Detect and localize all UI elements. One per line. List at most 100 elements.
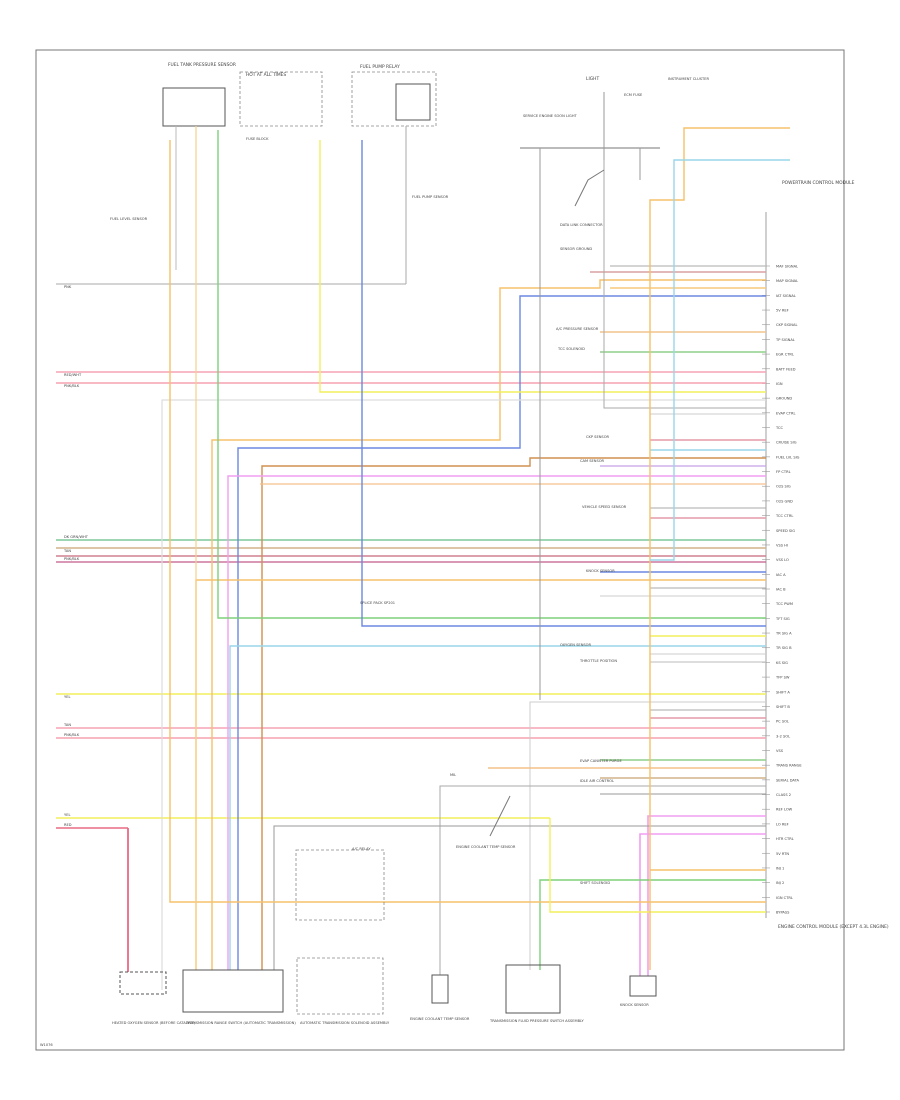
component-box-2 <box>182 969 284 1013</box>
hot-at-all-times-box: HOT AT ALL TIMES FUSE BLOCK <box>239 71 323 141</box>
left-wire-labels: PNK RED/WHT PNK/BLK DK GRN/WHT TAN PNK/B… <box>63 285 89 827</box>
pin-label: TP SIGNAL <box>775 338 795 342</box>
wire-green-up <box>217 130 766 619</box>
pin-label: CLASS 2 <box>776 793 791 797</box>
wire-magenta-drop <box>647 815 766 976</box>
pin-label: EVAP CTRL <box>776 411 795 415</box>
pin-label: CRUISE SIG <box>776 441 797 445</box>
wire-label-g: YEL <box>64 695 70 699</box>
pin-label: IAC A <box>776 573 786 577</box>
label-shift-solenoid: SHIFT SOLENOID <box>580 881 610 885</box>
pin-label: SPEED SIG <box>776 529 795 533</box>
label-relay: A/C RELAY <box>352 847 371 851</box>
pin-label: O2S GND <box>776 499 793 503</box>
powertrain-control-module: POWERTRAIN CONTROL MODULE ENGINE CONTROL… <box>762 180 889 930</box>
diagram-id: W1076 <box>40 1043 53 1047</box>
pin-label: SHIFT B <box>776 705 790 709</box>
service-engine-soon-label: SERVICE ENGINE SOON LIGHT <box>523 114 578 118</box>
wire-magenta-long <box>227 475 766 970</box>
label-throttle-pos: THROTTLE POSITION <box>579 659 617 663</box>
hot-at-all-times-label: HOT AT ALL TIMES <box>246 72 286 78</box>
label-tcc-solenoid: TCC SOLENOID <box>557 347 585 351</box>
pin-label: HTR CTRL <box>776 837 794 841</box>
fuel-tank-pressure-label: FUEL TANK PRESSURE SENSOR <box>168 62 236 68</box>
pin-label: TFP SW <box>775 676 790 680</box>
wire-label-d: DK GRN/WHT <box>64 535 89 539</box>
label-o2-sensor: OXYGEN SENSOR <box>560 643 591 647</box>
component-box-6 <box>629 975 657 997</box>
pin-label: BYPASS <box>776 911 790 915</box>
wire-orange-long <box>211 279 766 970</box>
wire-label-e: TAN <box>63 549 71 553</box>
pin-label: TCC CTRL <box>775 514 793 518</box>
relay-box <box>295 849 385 921</box>
pin-label: LO REF <box>776 822 789 826</box>
pin-label: 5V REF <box>776 309 789 313</box>
label-ckp-sensor: CKP SENSOR <box>586 435 610 439</box>
bottom-label-c4: ENGINE COOLANT TEMP SENSOR <box>410 1017 470 1021</box>
pin-label: EGR CTRL <box>776 353 794 357</box>
pin-label: IGN <box>776 382 783 386</box>
bottom-label-c5: TRANSMISSION FLUID PRESSURE SWITCH ASSEM… <box>489 1019 585 1023</box>
pin-label: IAT SIGNAL <box>776 294 796 298</box>
pin-label: KS SIG <box>776 661 788 665</box>
pin-label: 5V RTN <box>776 852 789 856</box>
data-link-label: DATA LINK CONNECTOR <box>560 223 603 227</box>
pin-label: TR SIG A <box>775 632 792 636</box>
label-idle-air: IDLE AIR CONTROL <box>580 779 614 783</box>
wire-yellow-up <box>319 140 766 393</box>
pin-label: CKP SIGNAL <box>776 323 797 327</box>
pin-label: REF LOW <box>776 808 793 812</box>
fuel-level-sensor-label: FUEL LEVEL SENSOR <box>110 217 148 221</box>
label-knock-sensor: KNOCK SENSOR <box>586 569 615 573</box>
wire-label-h: TAN <box>63 723 71 727</box>
pin-label: TR SIG B <box>775 646 792 650</box>
label-cam-sensor: CAM SENSOR <box>580 459 605 463</box>
label-evap-canister: EVAP CANISTER PURGE <box>580 759 622 763</box>
wire-label-i: PNK/BLK <box>64 733 80 737</box>
label-engine-coolant: ENGINE COOLANT TEMP SENSOR <box>456 845 516 849</box>
wire-label-j: YEL <box>64 813 70 817</box>
pin-label: VSS <box>776 749 784 753</box>
component-box-3 <box>296 957 384 1015</box>
label-splice: SPLICE PACK SP201 <box>360 601 395 605</box>
wire-blue-up <box>361 140 766 627</box>
left-sensor-labels: FUEL LEVEL SENSOR FUEL PUMP SENSOR DATA … <box>110 195 603 227</box>
wire-layer <box>56 92 790 990</box>
wire-blue-long <box>237 295 766 970</box>
module-bottom-title: ENGINE CONTROL MODULE (EXCEPT 4.3L ENGIN… <box>778 924 889 930</box>
pin-label: SHIFT A <box>776 690 790 694</box>
bottom-components: HEATED OXYGEN SENSOR (BEFORE CATALYST) T… <box>112 849 657 1025</box>
wire-label-k: RED <box>64 823 72 827</box>
fuel-pump-sensor-label: FUEL PUMP SENSOR <box>412 195 449 199</box>
pin-label: BATT FEED <box>776 367 796 371</box>
label-sensor-ground: SENSOR GROUND <box>560 247 592 251</box>
pin-label: MAP SIGNAL <box>776 279 798 283</box>
label-mil: MIL <box>450 773 456 777</box>
fuse-block-label: FUSE BLOCK <box>246 137 269 141</box>
instrument-cluster-label: INSTRUMENT CLUSTER <box>668 77 709 81</box>
pin-label: O2S SIG <box>776 485 791 489</box>
bottom-label-c3: AUTOMATIC TRANSMISSION SOLENOID ASSEMBLY <box>300 1021 390 1025</box>
pin-label: VSS HI <box>776 543 788 547</box>
pin-label: TFT SIG <box>775 617 790 621</box>
component-box-5 <box>505 964 561 1014</box>
pin-label: IAC B <box>776 588 786 592</box>
pin-label: GROUND <box>776 397 792 401</box>
ecm-fuse-label: ECM FUSE <box>624 93 643 97</box>
pin-label: TCC <box>775 426 783 430</box>
pin-label: FUEL LVL SIG <box>776 455 800 459</box>
pin-label: TRANS RANGE <box>775 764 802 768</box>
component-box-1 <box>119 971 167 995</box>
pin-label: VSS LO <box>776 558 789 562</box>
pin-label: 3-2 SOL <box>776 734 790 738</box>
pin-label: IGN CTRL <box>776 896 793 900</box>
wire-label-f: PNK/BLK <box>64 557 80 561</box>
bottom-label-c6: KNOCK SENSOR <box>620 1003 649 1007</box>
wire-orange-up <box>169 140 766 903</box>
wire-label-a: PNK <box>64 285 72 289</box>
label-vehicle-speed: VEHICLE SPEED SENSOR <box>582 505 627 509</box>
light-box: LIGHT SERVICE ENGINE SOON LIGHT ECM FUSE… <box>520 76 709 149</box>
sub-component-labels: SENSOR GROUND A/C PRESSURE SENSOR TCC SO… <box>352 247 627 885</box>
